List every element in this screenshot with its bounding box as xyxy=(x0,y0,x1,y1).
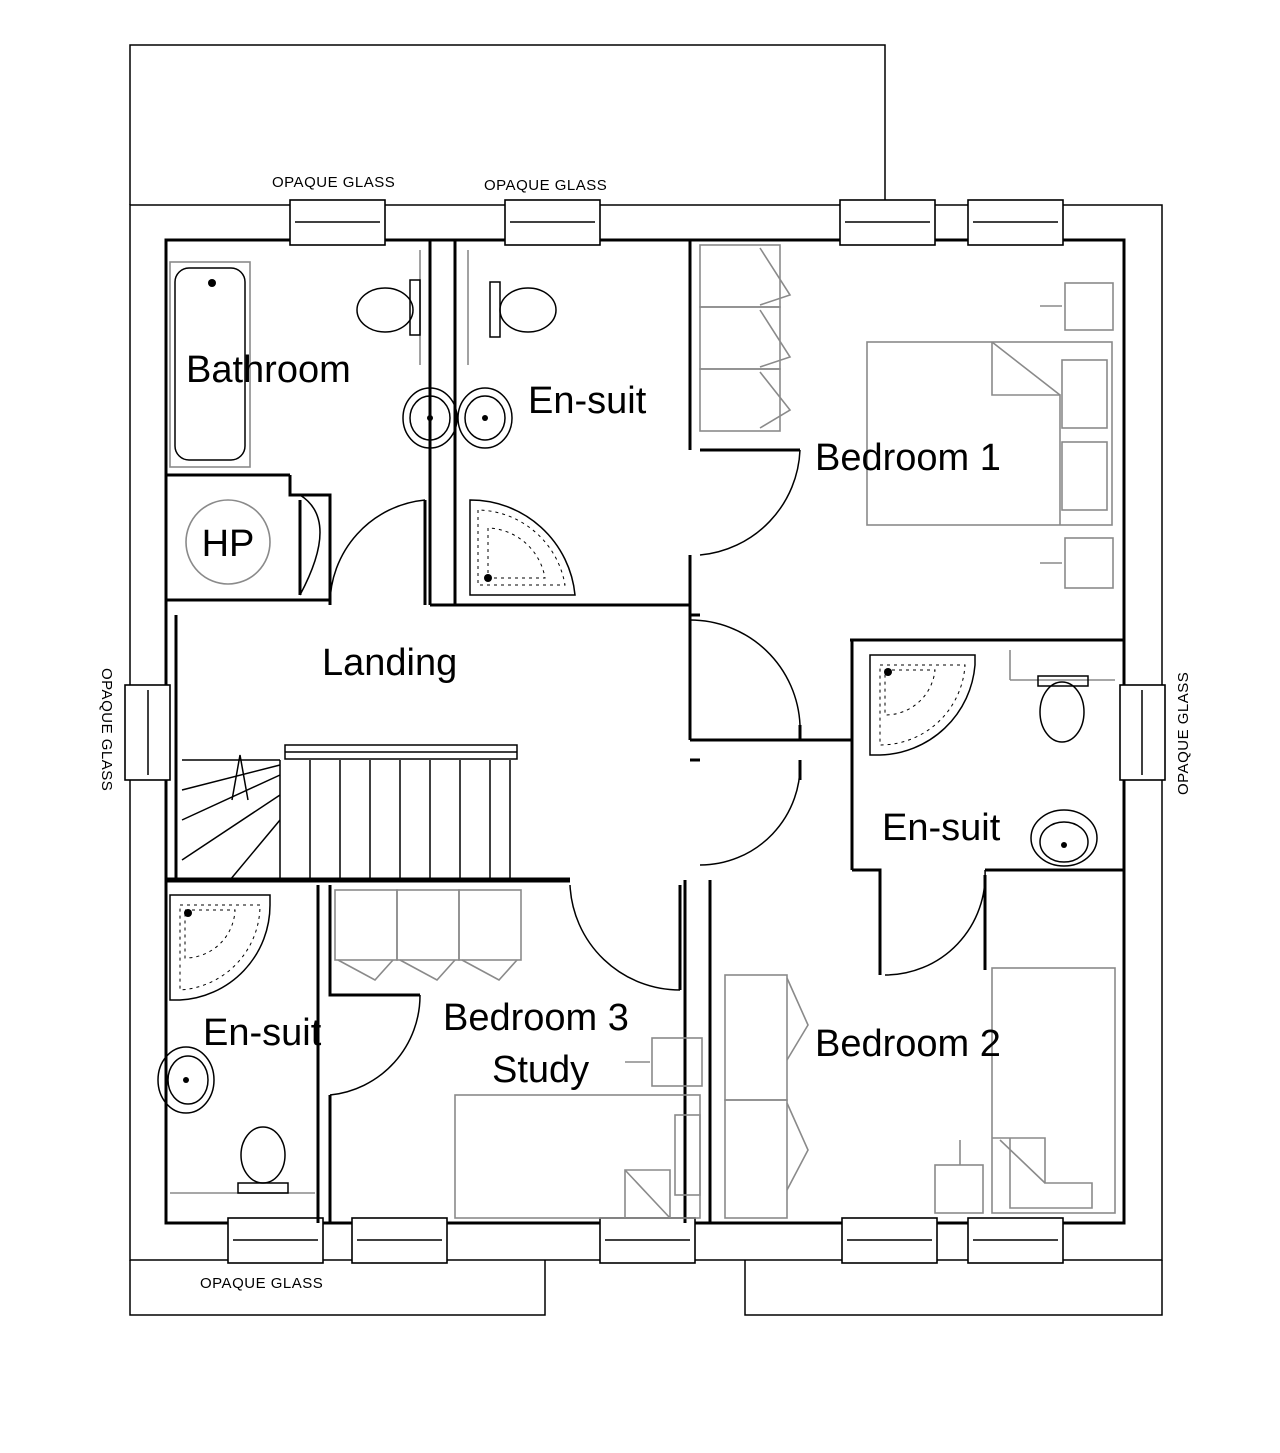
bed-bedroom3 xyxy=(454,1037,703,1219)
wardrobe-bedroom2 xyxy=(724,974,809,1219)
bed-bedroom2 xyxy=(934,967,1116,1214)
basin-ensuite-bottom-left xyxy=(157,1046,215,1114)
ensuite-top-label: En-suit xyxy=(528,380,647,422)
bedroom1-label: Bedroom 1 xyxy=(815,437,1001,479)
internal-walls xyxy=(166,240,1124,1223)
window-label-top-left: OPAQUE GLASS xyxy=(272,174,395,191)
shower-ensuite-right xyxy=(869,654,976,756)
wardrobe-bedroom1 xyxy=(699,244,792,432)
shower-ensuite-bottom-left xyxy=(169,894,271,1001)
window-label-left: OPAQUE GLASS xyxy=(98,668,115,791)
bedroom2-label: Bedroom 2 xyxy=(815,1023,1001,1065)
window-label-bottom: OPAQUE GLASS xyxy=(200,1275,323,1292)
bed-bedroom1 xyxy=(866,282,1114,589)
toilet-ensuite-right xyxy=(1009,650,1115,743)
toilet-ensuite-top xyxy=(467,250,557,365)
heat-pump: HP xyxy=(185,499,271,585)
basin-ensuite-right xyxy=(1030,809,1098,867)
bedroom3-study-label: Study xyxy=(492,1049,589,1091)
basin-bathroom xyxy=(402,387,458,449)
doors xyxy=(298,448,987,1096)
basin-ensuite-top xyxy=(457,387,513,449)
bathtub xyxy=(169,261,251,468)
landing-label: Landing xyxy=(322,642,457,684)
window-label-top-mid: OPAQUE GLASS xyxy=(484,177,607,194)
roof-outline-top xyxy=(129,44,886,205)
toilet-bathroom xyxy=(356,250,421,365)
ensuite-right-label: En-suit xyxy=(882,807,1001,849)
windows xyxy=(124,199,1166,1264)
heat-pump-label: HP xyxy=(202,523,255,565)
roof-outline-bottom xyxy=(129,1260,1163,1316)
bathroom-label: Bathroom xyxy=(186,349,351,391)
bedroom3-label: Bedroom 3 xyxy=(443,997,629,1039)
toilet-ensuite-bottom-left xyxy=(170,1126,315,1194)
ensuite-bottom-left-label: En-suit xyxy=(203,1012,322,1054)
shower-ensuite-top xyxy=(469,499,576,596)
wardrobe-bedroom3 xyxy=(334,889,522,982)
staircase xyxy=(181,744,518,881)
window-label-right: OPAQUE GLASS xyxy=(1175,672,1192,795)
